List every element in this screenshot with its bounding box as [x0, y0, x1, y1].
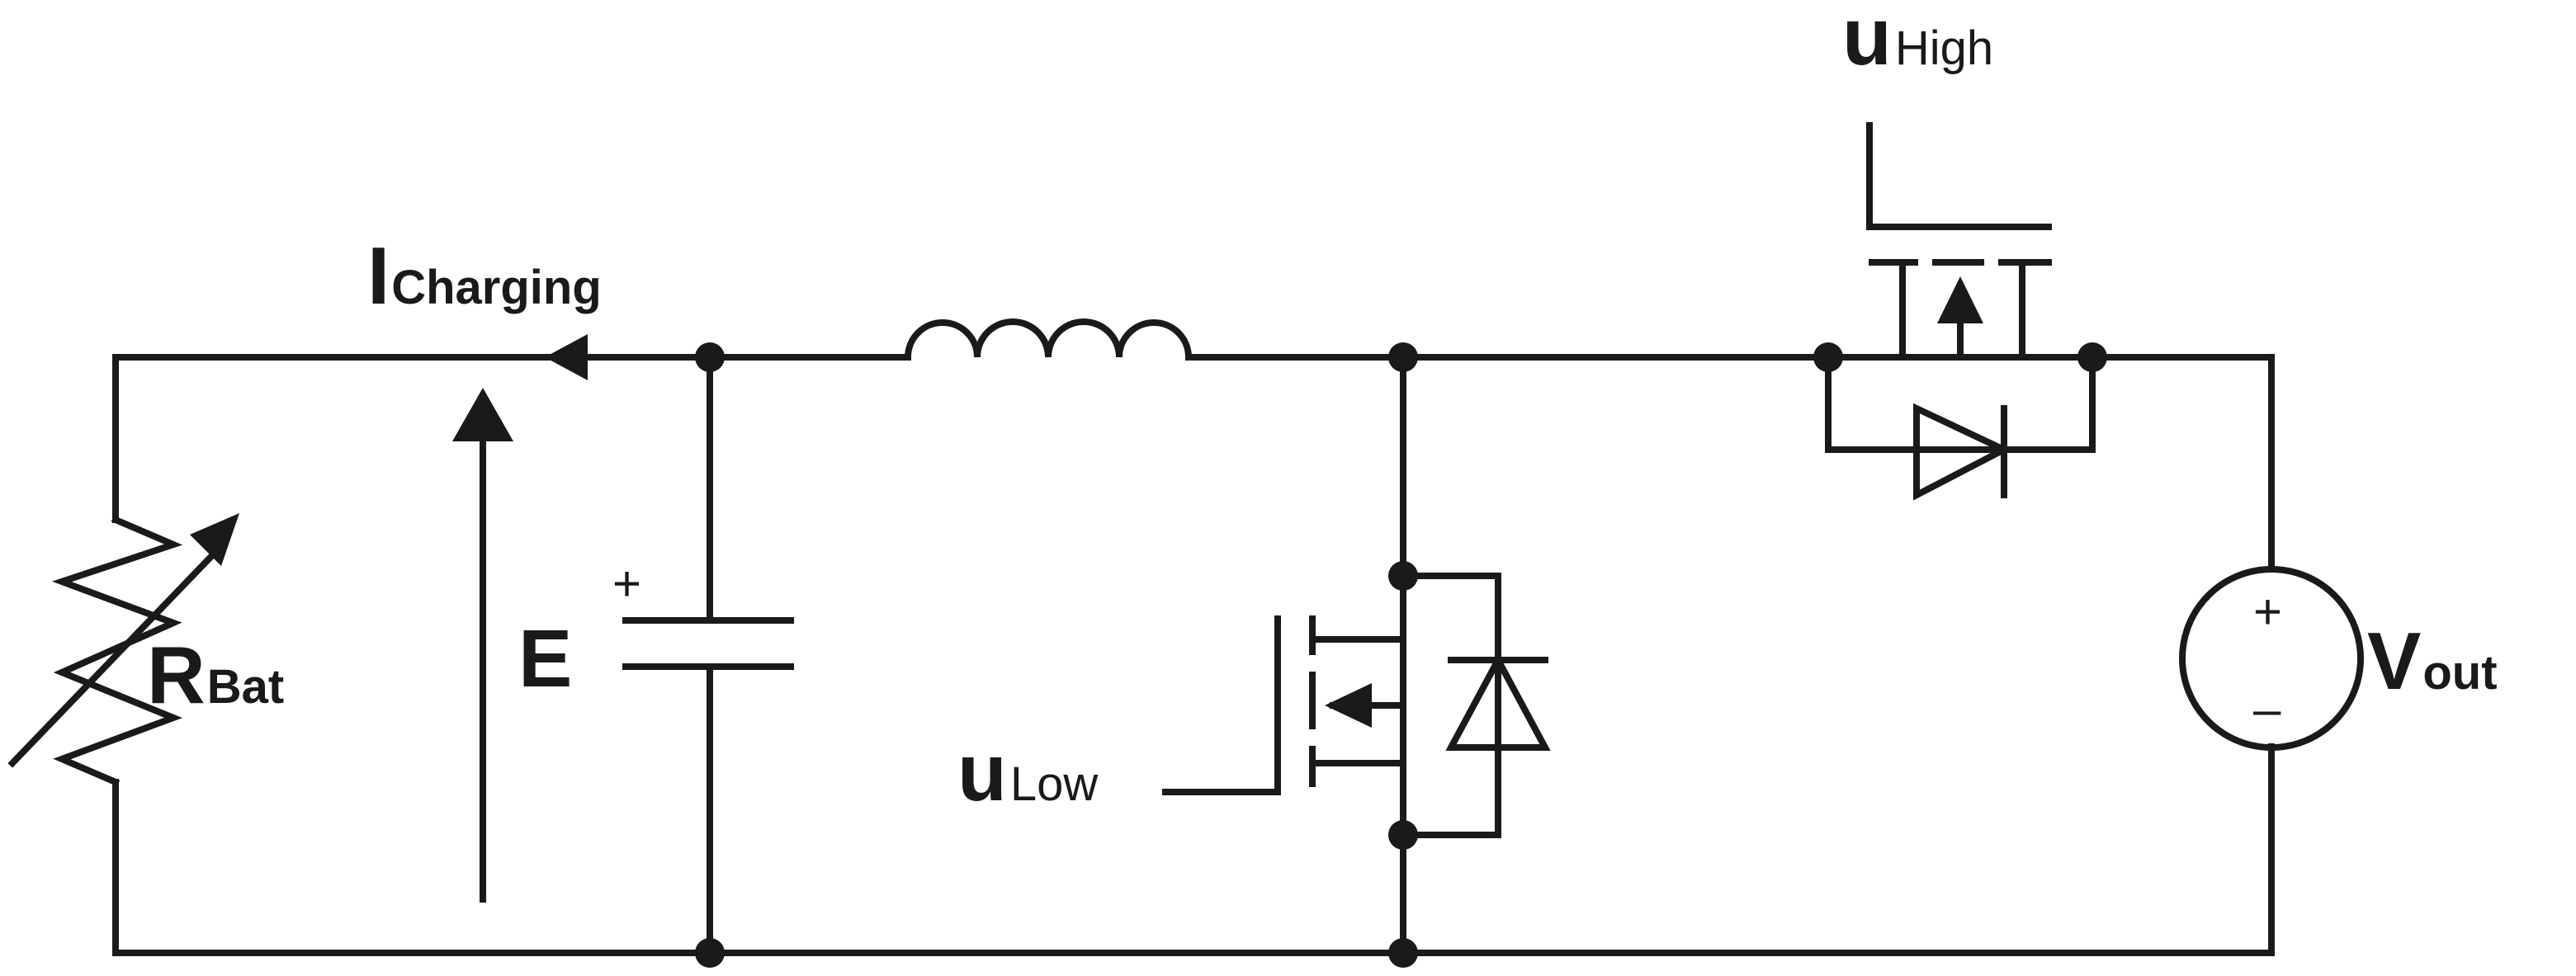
- low-diode-frame: [1400, 573, 1501, 838]
- emf-arrow: [452, 388, 513, 903]
- junction-dot: [1388, 561, 1418, 591]
- high-diode-triangle: [1913, 403, 2012, 501]
- junction-dot: [2077, 342, 2107, 372]
- junction-dot: [695, 938, 725, 968]
- junction-dot: [1388, 938, 1418, 968]
- low-diode-triangle: [1445, 653, 1551, 751]
- junction-dots: [695, 342, 2107, 968]
- voltage-source-circle: [2179, 566, 2364, 751]
- junction-dot: [1388, 342, 1418, 372]
- junction-dot: [695, 342, 725, 372]
- resistor-label: RBat: [147, 629, 284, 720]
- source-plus-sign: +: [2253, 584, 2282, 639]
- top-wire-right: [2089, 354, 2275, 573]
- resistor-zigzag: [51, 515, 183, 787]
- resistor-variable-arrow-line: [7, 544, 224, 768]
- emf-label: E: [518, 613, 572, 704]
- bottom-wire: [112, 743, 2275, 956]
- high-gate-lead: [1866, 122, 2052, 230]
- gate-high-label: uHigh: [1842, 0, 1993, 82]
- inductor: [904, 318, 1193, 361]
- low-side-mosfet: [1162, 573, 1551, 838]
- gate-low-label: uLow: [957, 727, 1099, 818]
- wiring: [112, 354, 2275, 956]
- current-label: ICharging: [367, 230, 602, 321]
- high-mosfet-arrow: [1937, 276, 1983, 323]
- high-side-mosfet: [1825, 122, 2096, 501]
- low-gate-lead: [1162, 615, 1281, 795]
- high-diode-frame: [1825, 354, 2096, 453]
- junction-dot: [1813, 342, 1843, 372]
- junction-dot: [1388, 820, 1418, 850]
- output-voltage-source: [2179, 566, 2364, 751]
- low-drain-lead: [1309, 573, 1406, 643]
- low-mosfet-arrow: [1325, 683, 1372, 728]
- capacitor-plus-sign: +: [612, 556, 641, 611]
- source-minus-sign: –: [2253, 681, 2281, 737]
- voltage-source-label: Vout: [2367, 615, 2498, 706]
- current-direction-arrowhead: [545, 334, 588, 380]
- capacitor: [622, 617, 794, 670]
- resistor-variable-arrowhead: [190, 513, 239, 566]
- battery-resistor: [7, 513, 239, 787]
